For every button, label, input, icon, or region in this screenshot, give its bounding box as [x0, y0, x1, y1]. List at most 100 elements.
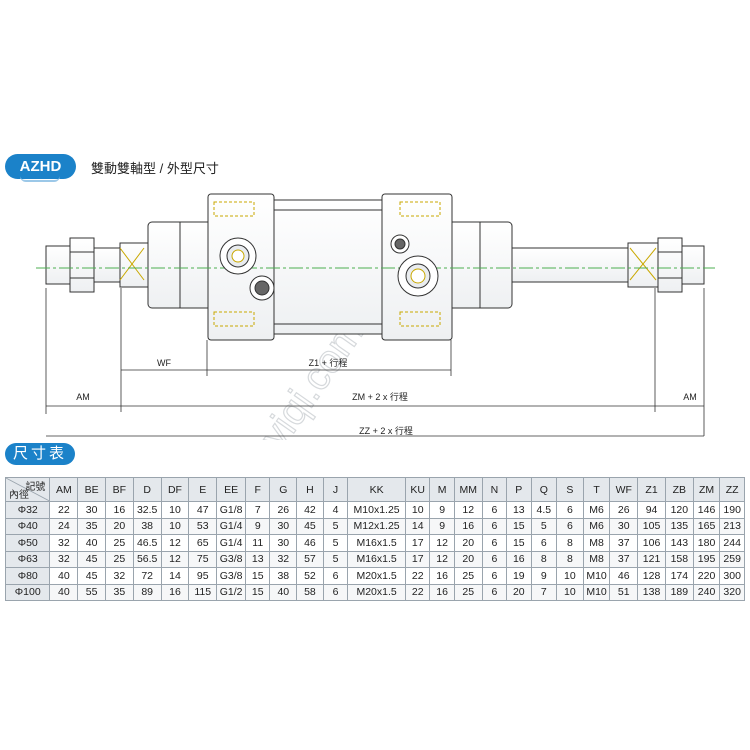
dim-wf: WF — [157, 358, 171, 368]
right-end-cap — [451, 221, 513, 309]
table-cell: 20 — [506, 583, 532, 601]
table-cell: 4.5 — [530, 501, 558, 519]
table-cell: 146 — [692, 501, 721, 519]
table-cell: 45 — [77, 567, 106, 585]
table-cell: 40 — [49, 583, 79, 601]
table-cell: M10 — [582, 583, 611, 601]
corner-label-bore: 內徑 — [9, 490, 29, 501]
table-cell: 6 — [481, 550, 508, 568]
table-cell: 8 — [556, 550, 584, 568]
table-cell: 40 — [49, 567, 79, 585]
table-cell: 6 — [481, 534, 508, 552]
table-cell: 32.5 — [132, 501, 162, 519]
table-cell: 12 — [429, 534, 455, 552]
table-cell: G1/4 — [216, 517, 247, 535]
table-cell: 25 — [105, 550, 134, 568]
table-cell: 65 — [188, 534, 218, 552]
column-header: P — [506, 477, 532, 502]
table-cell: 180 — [692, 534, 721, 552]
table-cell: 12 — [160, 550, 190, 568]
table-cell: 10 — [556, 567, 584, 585]
table-cell: 47 — [188, 501, 218, 519]
table-cell: M12x1.25 — [347, 517, 406, 535]
table-cell: 15 — [506, 517, 532, 535]
table-cell: 9 — [429, 517, 455, 535]
column-header: D — [132, 477, 162, 502]
table-cell: 105 — [637, 517, 666, 535]
table-cell: 72 — [132, 567, 162, 585]
table-cell: 220 — [692, 567, 721, 585]
dim-zm: ZM + 2 x 行程 — [352, 391, 408, 402]
table-cell: 15 — [506, 534, 532, 552]
table-cell: 35 — [105, 583, 134, 601]
table-cell: 30 — [77, 501, 106, 519]
table-cell: 10 — [556, 583, 584, 601]
model-badge: AZHD — [5, 154, 76, 179]
table-cell: 52 — [296, 567, 324, 585]
column-header: BF — [105, 477, 134, 502]
table-cell: G3/8 — [216, 550, 247, 568]
table-cell: 6 — [481, 517, 508, 535]
table-cell: 6 — [556, 517, 584, 535]
column-header: G — [269, 477, 298, 502]
table-title: 尺寸表 — [5, 443, 75, 465]
right-rod-end — [511, 237, 705, 293]
bore-cell: Φ100 — [4, 583, 51, 601]
table-cell: 46.5 — [132, 534, 162, 552]
table-cell: 16 — [429, 567, 455, 585]
table-cell: 32 — [49, 550, 79, 568]
table-cell: 14 — [404, 517, 431, 535]
dim-zz: ZZ + 2 x 行程 — [359, 425, 413, 436]
table-cell: 75 — [188, 550, 218, 568]
table-cell: 115 — [188, 583, 218, 601]
column-header: MM — [453, 477, 483, 502]
table-cell: 26 — [609, 501, 639, 519]
table-cell: 259 — [719, 550, 745, 568]
bore-cell: Φ50 — [4, 534, 51, 552]
table-cell: 121 — [637, 550, 666, 568]
table-cell: G1/8 — [216, 501, 247, 519]
table-cell: 10 — [160, 501, 190, 519]
table-cell: 128 — [637, 567, 666, 585]
table-cell: 6 — [556, 501, 584, 519]
column-header: AM — [49, 477, 79, 502]
table-cell: 16 — [429, 583, 455, 601]
table-cell: 30 — [269, 534, 298, 552]
table-cell: 9 — [245, 517, 271, 535]
table-cell: 16 — [453, 517, 483, 535]
bore-cell: Φ80 — [4, 567, 51, 585]
table-cell: 143 — [664, 534, 694, 552]
table-cell: G1/2 — [216, 583, 247, 601]
page-subtitle: 雙動雙軸型 / 外型尺寸 — [91, 161, 219, 176]
table-cell: 45 — [296, 517, 324, 535]
table-cell: 7 — [245, 501, 271, 519]
column-header: E — [188, 477, 218, 502]
table-cell: 38 — [269, 567, 298, 585]
table-cell: M16x1.5 — [347, 534, 406, 552]
table-cell: 12 — [453, 501, 483, 519]
corner-label-symbol: 記號 — [25, 482, 46, 493]
table-cell: 190 — [719, 501, 745, 519]
table-cell: 58 — [296, 583, 324, 601]
column-header: Q — [530, 477, 558, 502]
column-header: N — [481, 477, 508, 502]
table-cell: 94 — [637, 501, 666, 519]
table-cell: 13 — [245, 550, 271, 568]
table-cell: 95 — [188, 567, 218, 585]
dim-am-left: AM — [76, 392, 90, 402]
table-cell: 17 — [404, 550, 431, 568]
column-header: Z1 — [637, 477, 666, 502]
table-cell: 40 — [77, 534, 106, 552]
corner-cell: 記號 內徑 — [4, 477, 51, 502]
table-cell: M8 — [582, 534, 611, 552]
table-cell: 30 — [609, 517, 639, 535]
bore-cell: Φ32 — [4, 501, 51, 519]
table-cell: 6 — [481, 583, 508, 601]
table-cell: 89 — [132, 583, 162, 601]
column-header: H — [296, 477, 324, 502]
table-cell: 213 — [719, 517, 745, 535]
